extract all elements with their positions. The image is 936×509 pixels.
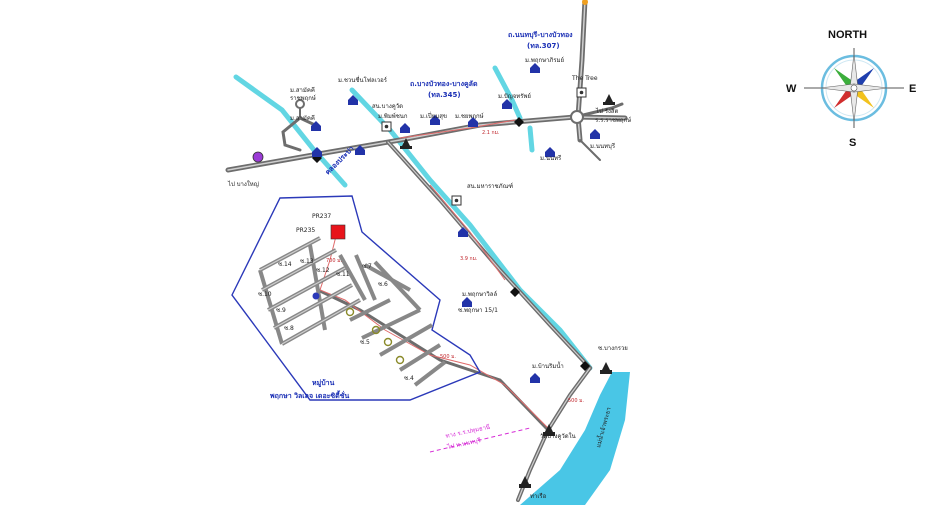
house-icon	[530, 373, 540, 383]
svg-text:ซ.4: ซ.4	[404, 375, 414, 382]
compass-west-label: W	[786, 83, 797, 95]
svg-text:ซ.8: ซ.8	[284, 325, 294, 332]
house-icon	[502, 99, 512, 109]
house-icon	[312, 147, 322, 157]
village-boundary	[231, 195, 482, 401]
svg-text:ม.ชยพฤกษ์: ม.ชยพฤกษ์	[455, 112, 484, 120]
svg-text:700 ม.: 700 ม.	[326, 258, 342, 264]
compass-south-label: S	[849, 137, 856, 149]
top-marker	[582, 0, 588, 5]
plot-label-pr235: PR235	[296, 227, 315, 234]
svg-text:ซ.6: ซ.6	[378, 281, 388, 288]
svg-text:ซ.พฤกษา 15/1: ซ.พฤกษา 15/1	[458, 307, 498, 314]
poi-labels: ม.สามัคคี ราชพฤกษ์ ม.สามัคคี ม.ชวนชื่นโฟ…	[290, 56, 628, 370]
highway-top-code: (ทล.307)	[527, 42, 560, 50]
svg-text:ซ.10: ซ.10	[258, 291, 272, 298]
house-icon	[311, 121, 321, 131]
road-mid-code: (ทล.345)	[428, 91, 461, 99]
ferry-label: ท่าเรือ	[530, 492, 547, 500]
svg-text:สน.บางคูวัด: สน.บางคูวัด	[372, 103, 403, 110]
distance-route	[319, 227, 549, 429]
svg-text:ม.สามัคคี: ม.สามัคคี	[290, 86, 315, 94]
house-icon	[545, 147, 555, 157]
house-icon	[590, 129, 600, 139]
svg-text:ซ.5: ซ.5	[360, 339, 370, 346]
poi-house-icons	[311, 63, 600, 383]
svg-text:ซ.14: ซ.14	[278, 261, 292, 268]
temple-icon	[400, 138, 412, 149]
temple-bottom-label: วัดบางคูวัดใน	[540, 432, 576, 440]
highway-top-label: ถ.นนทบุรี-บางบัวทอง	[508, 31, 573, 39]
roads	[225, 0, 628, 502]
to-rangsit-label: ไป รังสิต	[595, 107, 619, 115]
dashed-route	[429, 427, 531, 453]
svg-text:ม.สามัคคี: ม.สามัคคี	[290, 114, 315, 122]
svg-text:ซ.13: ซ.13	[300, 258, 314, 265]
canal-left	[233, 74, 348, 188]
road-mid-label: ถ.บางบัวทอง-บางคูลัด	[410, 80, 478, 89]
svg-text:500 ม.: 500 ม.	[568, 398, 584, 404]
canals	[233, 65, 593, 371]
house-icon	[430, 115, 440, 125]
soi-labels: ซ.14 ซ.13 ซ.12 ซ.11 ซ.10 ซ.9 ซ.8 ซ.7 ซ.6…	[258, 258, 414, 382]
compass-north-label: NORTH	[828, 29, 867, 41]
svg-text:ม.พฤกษาวิลล์: ม.พฤกษาวิลล์	[462, 290, 497, 298]
temple-icons	[400, 94, 615, 488]
temple-icon	[543, 424, 555, 436]
svg-text:500 ม.: 500 ม.	[440, 354, 456, 360]
plot-label-pr237: PR237	[312, 213, 331, 220]
roundabout	[570, 110, 584, 124]
svg-text:ซ.11: ซ.11	[336, 271, 350, 278]
svg-text:ม.พิมพ์ชนก: ม.พิมพ์ชนก	[378, 112, 408, 120]
road-bangbuathong	[225, 114, 628, 173]
svg-text:The Tree: The Tree	[571, 75, 598, 82]
svg-text:ซ.9: ซ.9	[276, 307, 286, 314]
dashed-label-line1: ทาง ร.ร.ปทุมธานี	[445, 423, 491, 440]
to-bang-yai-label: ไป บางใหญ่	[227, 180, 259, 188]
house-icon	[400, 123, 410, 133]
project-plot-marker	[330, 224, 346, 240]
chao-phraya-river	[520, 372, 630, 505]
compass-rose	[804, 48, 904, 128]
svg-text:ซ.7: ซ.7	[362, 263, 372, 270]
school-label: ร.ร.ราชพฤกษ์	[595, 116, 631, 124]
svg-text:ราชพฤกษ์: ราชพฤกษ์	[290, 94, 316, 102]
svg-text:3.9 กม.: 3.9 กม.	[460, 256, 478, 262]
village-label-line2: พฤกษา วิลเลจ เดอะซิตี้ชั่น	[270, 389, 349, 400]
temple-icon	[600, 362, 612, 374]
village-label-line1: หมู่บ้าน	[312, 378, 335, 388]
house-icon	[355, 145, 365, 155]
compass-east-label: E	[909, 83, 916, 95]
road-village-access	[316, 288, 550, 432]
house-icon	[468, 117, 478, 127]
svg-text:ม.เปี่ยมสุข: ม.เปี่ยมสุข	[420, 112, 447, 120]
svg-text:ม.บ้านริมน้ำ: ม.บ้านริมน้ำ	[532, 360, 564, 370]
house-icon	[458, 227, 468, 237]
house-icon	[530, 63, 540, 73]
poi-square-markers	[381, 87, 587, 206]
village-facility-markers	[312, 292, 405, 365]
svg-text:ม.ปัญจทรัพย์: ม.ปัญจทรัพย์	[498, 92, 531, 100]
svg-text:ม.ชวนชื่นโฟลเวอร์: ม.ชวนชื่นโฟลเวอร์	[338, 76, 388, 84]
svg-text:ม.พฤกษาภิรมย์: ม.พฤกษาภิรมย์	[525, 56, 564, 64]
svg-text:ซ.บางกรวย: ซ.บางกรวย	[598, 345, 628, 352]
svg-text:สน.มหาราชภัณฑ์: สน.มหาราชภัณฑ์	[467, 182, 513, 190]
svg-text:ม.นนทบุรี: ม.นนทบุรี	[590, 142, 616, 150]
canal-top-right	[492, 65, 523, 121]
svg-text:2.1 กม.: 2.1 กม.	[482, 130, 500, 136]
canal-small	[527, 125, 535, 153]
house-icon	[462, 297, 472, 307]
distance-labels: 2.1 กม. 3.9 กม. 500 ม. 700 ม. 500 ม.	[326, 130, 584, 404]
temple-icon	[603, 94, 615, 105]
house-icon	[348, 95, 358, 105]
svg-text:ม.นนทรี: ม.นนทรี	[540, 154, 562, 162]
svg-text:ซ.12: ซ.12	[316, 267, 330, 274]
location-pin-left	[252, 151, 264, 163]
temple-icon	[519, 476, 531, 488]
